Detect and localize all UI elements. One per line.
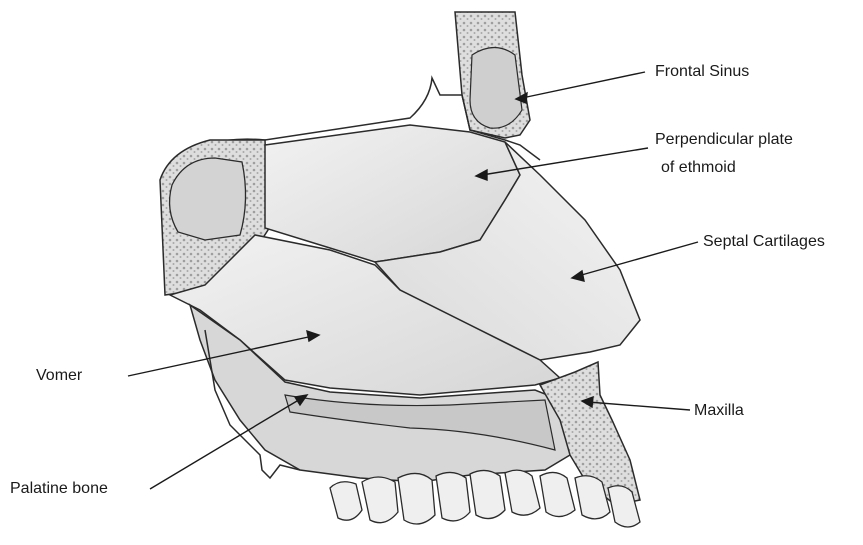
label-frontal-sinus: Frontal Sinus xyxy=(655,62,749,81)
label-perpendicular-plate-line1: Perpendicular plate xyxy=(655,130,793,149)
label-maxilla: Maxilla xyxy=(694,401,744,420)
label-perpendicular-plate-line2: of ethmoid xyxy=(661,158,736,177)
label-palatine-bone: Palatine bone xyxy=(10,479,108,498)
frontal-sinus-cavity xyxy=(470,48,522,129)
label-vomer: Vomer xyxy=(36,366,82,385)
label-septal-cartilages: Septal Cartilages xyxy=(703,232,825,251)
teeth xyxy=(330,470,640,527)
